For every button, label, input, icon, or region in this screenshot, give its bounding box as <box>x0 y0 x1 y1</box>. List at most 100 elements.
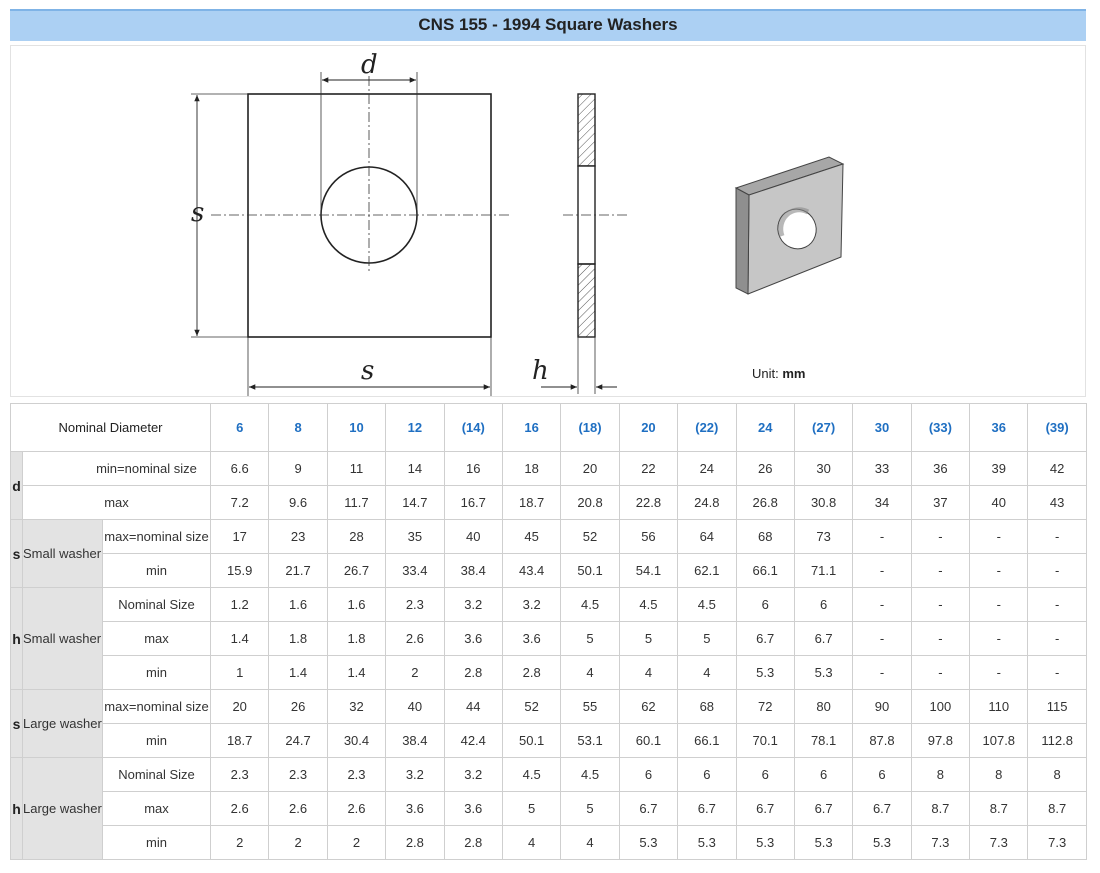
table-cell: 4 <box>618 655 679 690</box>
table-cell: 73 <box>793 519 854 554</box>
table-cell: - <box>969 587 1029 622</box>
table-cell: 17 <box>209 519 270 554</box>
front-view <box>191 72 511 396</box>
table-cell: - <box>910 519 971 554</box>
unit-label: Unit: mm <box>752 366 805 381</box>
table-cell: 6.7 <box>852 791 912 826</box>
table-cell: 2.3 <box>268 757 328 792</box>
table-cell: 43 <box>1027 485 1087 520</box>
table-cell: 1.4 <box>268 655 328 690</box>
table-cell: 8 <box>1027 757 1087 792</box>
technical-drawing <box>191 72 845 396</box>
table-cell: 5.3 <box>793 655 854 690</box>
table-cell: 42 <box>1027 451 1087 486</box>
table-cell: 70.1 <box>735 723 795 758</box>
table-cell: 55 <box>560 689 620 724</box>
diameter-col-header: (27) <box>793 403 854 452</box>
diameter-col-header: 12 <box>385 403 445 452</box>
table-cell: 2.8 <box>443 825 503 860</box>
table-cell: 66.1 <box>677 723 737 758</box>
diameter-col-header: (18) <box>560 403 620 452</box>
dim-label-d: d <box>361 50 378 80</box>
table-cell: 16 <box>443 451 503 486</box>
table-cell: 20 <box>209 689 270 724</box>
table-cell: 26 <box>735 451 795 486</box>
row-label: min <box>102 723 211 758</box>
table-cell: 2.3 <box>326 757 387 792</box>
group-name: Large washer <box>22 757 103 860</box>
table-cell: 5 <box>618 621 679 656</box>
diameter-col-header: 16 <box>501 403 562 452</box>
row-label: Nominal Size <box>102 757 211 792</box>
table-cell: 40 <box>385 689 445 724</box>
washer-3d-illustration <box>734 156 845 295</box>
table-cell: 26 <box>268 689 328 724</box>
table-cell: 26.8 <box>735 485 795 520</box>
table-cell: 62.1 <box>677 553 737 588</box>
table-cell: 24.8 <box>677 485 737 520</box>
diameter-col-header: 6 <box>209 403 270 452</box>
drawing-panel: d s s h <box>10 45 1086 397</box>
table-cell: 2.6 <box>209 791 270 826</box>
group-name: Small washer <box>22 587 103 690</box>
table-cell: - <box>1027 553 1087 588</box>
nominal-diameter-header: Nominal Diameter <box>10 403 211 452</box>
table-cell: 6.7 <box>618 791 679 826</box>
group-symbol: h <box>10 587 23 690</box>
group-symbol: s <box>10 689 23 758</box>
table-cell: 7.3 <box>910 825 971 860</box>
table-cell: 6 <box>793 757 854 792</box>
table-cell: 6.7 <box>735 621 795 656</box>
diameter-col-header: 8 <box>268 403 328 452</box>
table-cell: 5.3 <box>735 655 795 690</box>
table-cell: - <box>1027 519 1087 554</box>
page-title: CNS 155 - 1994 Square Washers <box>418 15 678 34</box>
table-cell: - <box>852 553 912 588</box>
table-cell: - <box>1027 621 1087 656</box>
table-cell: 64 <box>677 519 737 554</box>
diameter-col-header: 24 <box>735 403 795 452</box>
table-cell: 1.6 <box>326 587 387 622</box>
table-cell: 18.7 <box>501 485 562 520</box>
unit-prefix: Unit: <box>752 366 779 381</box>
table-cell: 3.2 <box>443 587 503 622</box>
table-cell: 1.8 <box>268 621 328 656</box>
table-cell: 78.1 <box>793 723 854 758</box>
table-cell: 5.3 <box>618 825 679 860</box>
table-cell: 2.8 <box>501 655 562 690</box>
table-cell: 30 <box>793 451 854 486</box>
table-cell: - <box>910 553 971 588</box>
row-label: min <box>102 825 211 860</box>
table-cell: 1.8 <box>326 621 387 656</box>
table-cell: 2 <box>326 825 387 860</box>
table-cell: 5.3 <box>852 825 912 860</box>
table-cell: 1.2 <box>209 587 270 622</box>
diameter-col-header: (33) <box>910 403 971 452</box>
table-cell: 4.5 <box>618 587 679 622</box>
table-cell: - <box>969 655 1029 690</box>
table-cell: - <box>969 621 1029 656</box>
table-cell: 11 <box>326 451 387 486</box>
table-cell: - <box>969 553 1029 588</box>
diameter-col-header: (22) <box>677 403 737 452</box>
table-cell: 6 <box>793 587 854 622</box>
table-cell: 6 <box>677 757 737 792</box>
table-cell: 6.6 <box>209 451 270 486</box>
row-label: Nominal Size <box>102 587 211 622</box>
table-cell: 7.3 <box>969 825 1029 860</box>
diameter-col-header: 30 <box>852 403 912 452</box>
table-cell: 2.3 <box>385 587 445 622</box>
table-cell: 52 <box>501 689 562 724</box>
table-cell: 8.7 <box>1027 791 1087 826</box>
table-cell: 39 <box>969 451 1029 486</box>
table-cell: 1.4 <box>209 621 270 656</box>
table-cell: 6 <box>735 757 795 792</box>
table-cell: 18 <box>501 451 562 486</box>
table-cell: 42.4 <box>443 723 503 758</box>
table-cell: 90 <box>852 689 912 724</box>
table-cell: 5 <box>560 621 620 656</box>
table-cell: 22 <box>618 451 679 486</box>
